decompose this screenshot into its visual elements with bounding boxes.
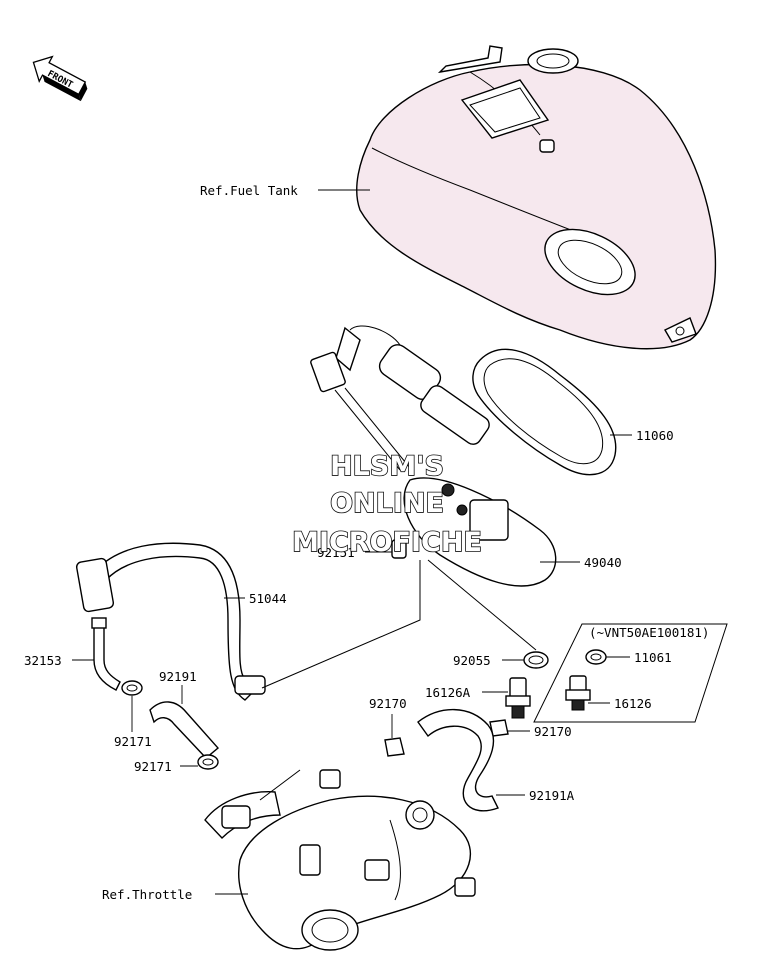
part-32153-label: 32153 [24, 653, 62, 668]
clamp-92151 [391, 539, 407, 559]
sensor-16126 [565, 675, 591, 711]
part-92170-b-label: 92170 [534, 724, 572, 739]
part-92170-a-label: 92170 [369, 696, 407, 711]
variant-note-label: (~VNT50AE100181) [589, 625, 709, 640]
fuel-pump-49040 [310, 325, 557, 587]
ref-fuel-tank-label: Ref.Fuel Tank [200, 183, 298, 198]
part-51044-label: 51044 [249, 591, 287, 606]
part-92171-a-label: 92171 [114, 734, 152, 749]
fitting-32153 [91, 617, 121, 691]
throttle-body [204, 769, 476, 951]
watermark-line-2: ONLINE [330, 488, 444, 519]
clamp-92170-a [384, 737, 405, 757]
fuel-tank [356, 45, 717, 350]
part-11060-label: 11060 [636, 428, 674, 443]
hose-92191 [149, 701, 220, 759]
o-ring-92055 [427, 559, 549, 669]
part-92151-label: 92151 [317, 545, 355, 560]
watermark-line-1: HLSM'S [330, 451, 444, 482]
gasket-11060 [472, 348, 617, 476]
hose-92191A [417, 708, 499, 812]
hose-51044 [75, 542, 421, 701]
part-16126A-label: 16126A [425, 685, 471, 700]
clamp-92171-a [121, 680, 143, 696]
ref-throttle-label: Ref.Throttle [102, 887, 192, 902]
part-16126-label: 16126 [614, 696, 652, 711]
part-92055-label: 92055 [453, 653, 491, 668]
sensor-16126A [505, 677, 531, 719]
part-92171-b-label: 92171 [134, 759, 172, 774]
o-ring-11061 [585, 649, 607, 665]
part-49040-label: 49040 [584, 555, 622, 570]
watermark: HLSM'S ONLINE MICROFICHE [291, 450, 482, 559]
part-11061-label: 11061 [634, 650, 672, 665]
front-arrow-icon: FRONT [32, 55, 88, 102]
clamp-92171-b [197, 754, 219, 770]
part-92191-label: 92191 [159, 669, 197, 684]
watermark-line-3: MICROFICHE [292, 527, 482, 558]
variant-box [533, 623, 728, 723]
part-92191A-label: 92191A [529, 788, 575, 803]
